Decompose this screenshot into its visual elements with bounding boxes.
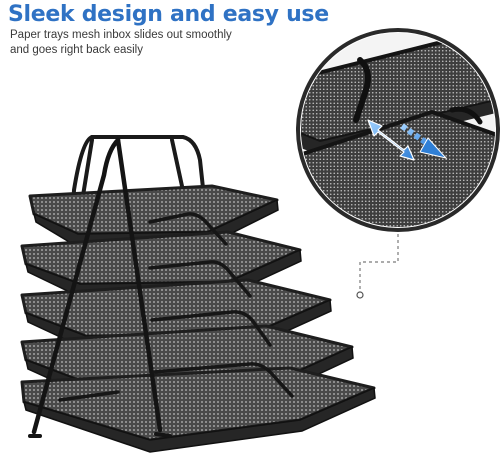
subtext-line-2: and goes right back easily [10,44,143,56]
zoom-connector [356,228,399,299]
tray-5 [20,366,376,453]
slide-arrows [367,119,448,161]
slide-out-arrow-icon [400,123,448,159]
front-frame [28,137,172,438]
side-rails [58,212,294,402]
mesh-tray-organizer [20,135,376,453]
subtext: Paper trays mesh inbox slides out smooth… [10,28,270,58]
subtext-line-1: Paper trays mesh inbox slides out smooth… [10,29,232,41]
headline: Sleek design and easy use [8,2,329,27]
zoom-callout [296,28,500,232]
